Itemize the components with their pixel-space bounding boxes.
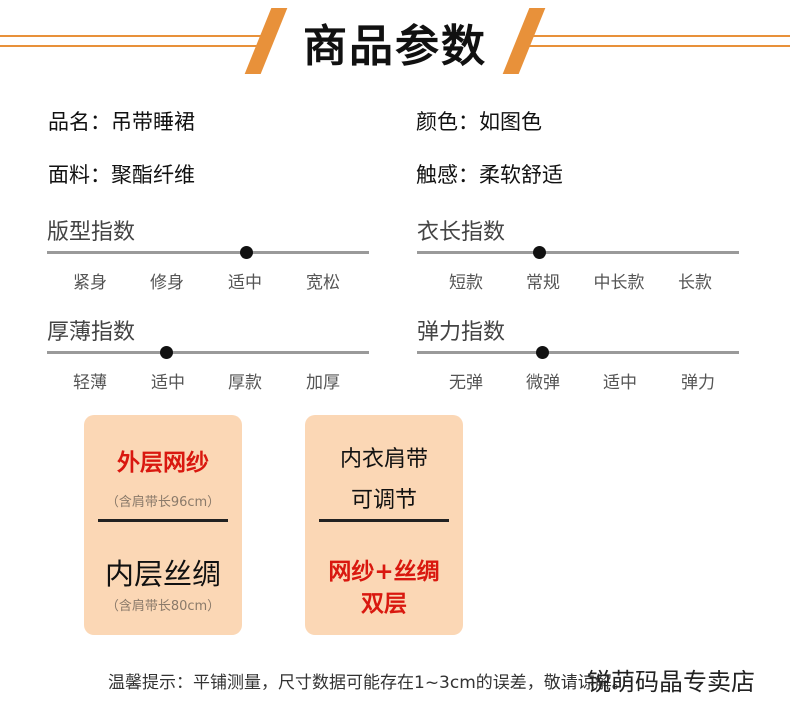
card-inner-layer-title: 内层丝绸	[104, 557, 221, 591]
scale-option: 紧身	[73, 273, 107, 293]
scale-option: 微弹	[526, 373, 560, 393]
scale-option: 适中	[228, 273, 262, 293]
card-outer-layer-title: 外层网纱	[117, 450, 209, 476]
scale-option: 加厚	[306, 373, 340, 393]
attr-product-name: 品名：吊带睡裙	[48, 106, 195, 136]
page-title: 商品参数	[303, 21, 487, 72]
scale-length: 衣长指数 短款 常规 中长款 长款	[417, 214, 747, 294]
scale-option: 厚款	[228, 373, 262, 393]
header-line-left-2	[0, 45, 258, 47]
attr-value: 柔软舒适	[479, 163, 563, 187]
scale-option: 修身	[150, 273, 184, 293]
scale-title: 厚薄指数	[47, 320, 136, 345]
scale-marker	[536, 346, 550, 359]
attr-value: 吊带睡裙	[111, 110, 195, 134]
attr-label: 触感：	[416, 163, 479, 187]
attr-label: 面料：	[48, 163, 111, 187]
card-strap-line1: 内衣肩带	[339, 447, 428, 472]
scale-title: 版型指数	[47, 220, 136, 245]
attr-feel: 触感：柔软舒适	[416, 159, 563, 189]
card-outer-layer-note: （含肩带长96cm）	[105, 495, 221, 510]
scale-track	[47, 251, 369, 254]
attr-value: 聚酯纤维	[111, 163, 195, 187]
scale-marker	[240, 246, 254, 259]
scale-option: 无弹	[449, 373, 483, 393]
scale-fit: 版型指数 紧身 修身 适中 宽松	[47, 214, 377, 294]
scale-option: 常规	[526, 273, 560, 293]
scale-option: 长款	[678, 273, 712, 293]
scale-track	[47, 351, 369, 354]
scale-marker	[159, 346, 173, 359]
footer-tip: 温馨提示：平铺测量，尺寸数据可能存在1~3cm的误差，敬请谅解。	[108, 673, 629, 693]
scale-title: 衣长指数	[417, 220, 506, 245]
scale-marker	[532, 246, 546, 259]
scale-option: 宽松	[306, 273, 340, 293]
attr-label: 颜色：	[416, 110, 479, 134]
attr-value: 如图色	[479, 110, 542, 134]
attr-fabric: 面料：聚酯纤维	[48, 159, 195, 189]
scale-title: 弹力指数	[417, 320, 506, 345]
header-line-right-2	[528, 45, 790, 47]
scale-option: 轻薄	[73, 373, 107, 393]
attr-color: 颜色：如图色	[416, 106, 542, 136]
card-material-line2: 双层	[361, 591, 407, 617]
scale-option: 弹力	[681, 373, 715, 393]
scale-elasticity: 弹力指数 无弹 微弹 适中 弹力	[417, 314, 747, 394]
card-inner-layer-note: （含肩带长80cm）	[105, 599, 221, 614]
scale-option: 适中	[603, 373, 637, 393]
scale-track	[417, 351, 739, 354]
attr-label: 品名：	[48, 110, 111, 134]
scale-option: 短款	[449, 273, 483, 293]
card-material-line1: 网纱+丝绸	[328, 559, 440, 585]
scale-track	[417, 251, 739, 254]
card-features: 内衣肩带 可调节 网纱+丝绸 双层	[305, 415, 463, 635]
store-watermark: 锐萌码晶专卖店	[587, 668, 755, 696]
card-divider	[98, 519, 228, 522]
card-strap-line2: 可调节	[350, 488, 417, 513]
scale-option: 适中	[151, 373, 185, 393]
scale-thickness: 厚薄指数 轻薄 适中 厚款 加厚	[47, 314, 377, 394]
header-line-right	[530, 35, 790, 37]
scale-option: 中长款	[593, 273, 645, 293]
card-layers: 外层网纱 （含肩带长96cm） 内层丝绸 （含肩带长80cm）	[84, 415, 242, 635]
header-line-left	[0, 35, 262, 37]
card-divider	[319, 519, 449, 522]
